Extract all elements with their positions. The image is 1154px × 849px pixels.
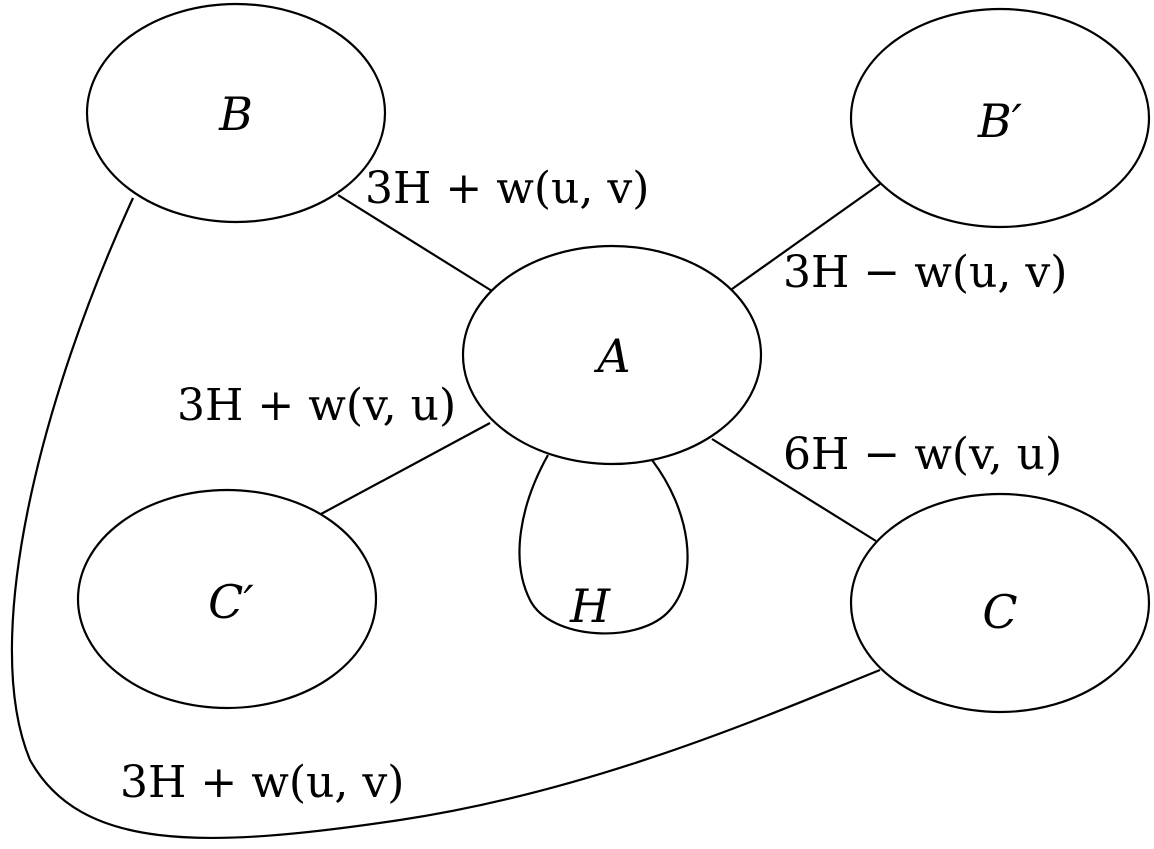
edge-b-a-label: 3H + w(u, v) — [365, 163, 649, 214]
edge-b-c-label: 3H + w(u, v) — [120, 757, 404, 808]
node-bprime-label: B′ — [977, 94, 1023, 148]
node-a-label: A — [593, 329, 630, 383]
edge-b-c — [10, 197, 881, 840]
node-c-label: C — [982, 585, 1017, 639]
edge-a-c — [711, 438, 877, 542]
edge-b-a — [337, 194, 493, 292]
edge-a-cprime — [320, 422, 491, 515]
node-cprime-label: C′ — [208, 575, 254, 629]
edge-a-c-label: 6H − w(v, u) — [783, 429, 1062, 480]
edge-a-self-loop — [518, 454, 689, 635]
node-cprime — [76, 488, 378, 710]
node-bprime — [849, 7, 1151, 229]
edge-a-self-label: H — [569, 579, 611, 633]
node-c — [849, 492, 1151, 714]
edge-a-bprime — [731, 183, 881, 290]
edge-a-cprime-label: 3H + w(v, u) — [177, 380, 456, 431]
edge-a-bprime-label: 3H − w(u, v) — [783, 247, 1067, 298]
node-a — [461, 244, 763, 466]
node-b-label: B — [218, 87, 253, 141]
node-b — [85, 2, 387, 224]
